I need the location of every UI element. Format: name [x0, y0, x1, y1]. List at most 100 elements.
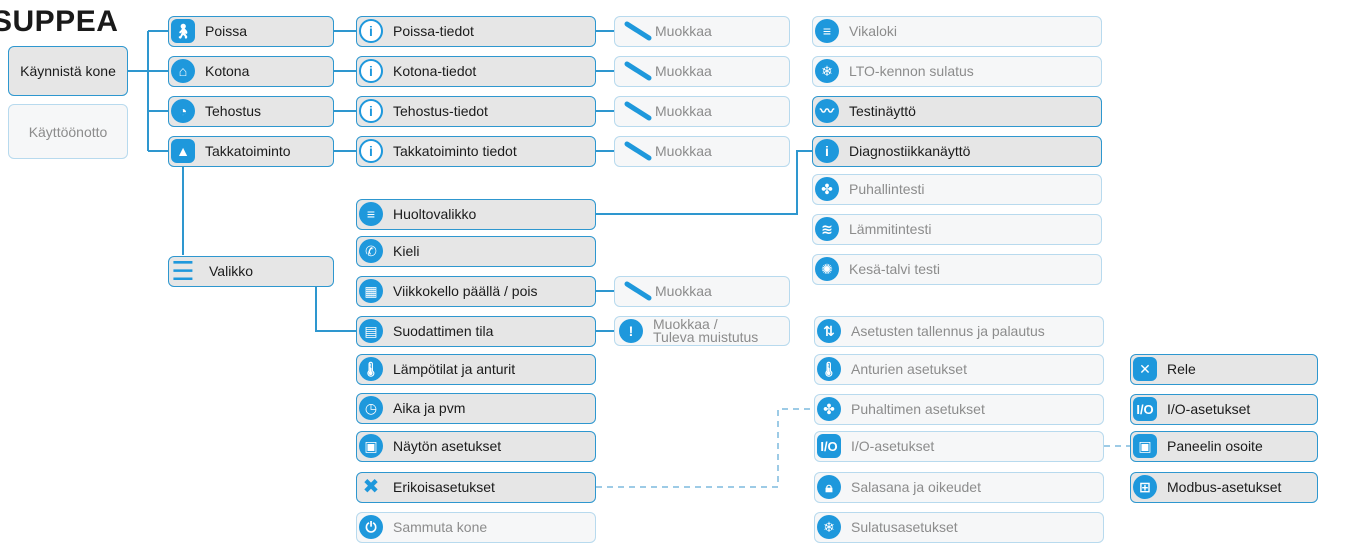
service-item-fantest[interactable]: ✤ Puhallintesti [812, 174, 1102, 205]
network-icon: ⊞ [1133, 475, 1157, 499]
home-edit-button[interactable]: Muokkaa [614, 56, 790, 87]
away-info-button[interactable]: i Poissa-tiedot [356, 16, 596, 47]
boost-edit-label: Muokkaa [655, 103, 712, 119]
menu-item-label: Huoltovalikko [393, 206, 477, 222]
service-item-summerwinter[interactable]: ✺ Kesä-talvi testi [812, 254, 1102, 285]
boost-edit-button[interactable]: Muokkaa [614, 96, 790, 127]
clock-icon: ◷ [359, 396, 383, 420]
io-icon: I/O [817, 434, 841, 458]
info-icon: i [815, 139, 839, 163]
menu-item-label: Suodattimen tila [393, 323, 494, 339]
exclamation-icon: ! [619, 319, 643, 343]
service-item-testscreen[interactable]: 〰 Testinäyttö [812, 96, 1102, 127]
mode-home-button[interactable]: ⌂ Kotona [168, 56, 334, 87]
defrost-icon: ❄ [817, 515, 841, 539]
fan-icon: ✤ [817, 397, 841, 421]
service-item-label: Diagnostiikkanäyttö [849, 143, 971, 159]
mode-fireplace-button[interactable]: ▲ Takkatoiminto [168, 136, 334, 167]
special-item-label: Salasana ja oikeudet [851, 479, 981, 495]
tools-icon: ✖ [362, 476, 380, 498]
menu-item-special[interactable]: ✖ Erikoisasetukset [356, 472, 596, 503]
service-item-label: Vikaloki [849, 23, 897, 39]
filter-edit-label: Muokkaa / Tuleva muistutus [653, 316, 759, 345]
io-item-label: Paneelin osoite [1167, 438, 1263, 454]
weekclock-edit-label: Muokkaa [655, 283, 712, 299]
fireplace-edit-button[interactable]: Muokkaa [614, 136, 790, 167]
io-item-label: Modbus-asetukset [1167, 479, 1282, 495]
info-icon: i [359, 99, 383, 123]
menu-item-language[interactable]: ✆ Kieli [356, 236, 596, 267]
service-item-diagnostics[interactable]: i Diagnostiikkanäyttö [812, 136, 1102, 167]
service-item-faultlog[interactable]: ≡ Vikaloki [812, 16, 1102, 47]
menu-item-label: Lämpötilat ja anturit [393, 361, 516, 377]
display-icon: ▣ [359, 434, 383, 458]
special-item-defrost[interactable]: ❄ Sulatusasetukset [814, 512, 1104, 543]
pencil-icon [624, 101, 652, 121]
sensor-icon: 🌡︎ [817, 357, 841, 381]
mode-boost-label: Tehostus [205, 103, 262, 119]
io-item-label: I/O-asetukset [1167, 401, 1251, 417]
io-item-modbus[interactable]: ⊞ Modbus-asetukset [1130, 472, 1318, 503]
filter-icon: ▤ [359, 319, 383, 343]
fireplace-icon: ▲ [171, 139, 195, 163]
service-list-icon: ≡ [359, 202, 383, 226]
menu-item-display[interactable]: ▣ Näytön asetukset [356, 431, 596, 462]
fireplace-info-button[interactable]: i Takkatoiminto tiedot [356, 136, 596, 167]
home-icon: ⌂ [171, 59, 195, 83]
special-item-io[interactable]: I/O I/O-asetukset [814, 431, 1104, 462]
special-item-label: Puhaltimen asetukset [851, 401, 985, 417]
menu-item-label: Erikoisasetukset [393, 479, 495, 495]
menu-item-filter[interactable]: ▤ Suodattimen tila [356, 316, 596, 347]
menu-item-weekclock[interactable]: ▦ Viikkokello päällä / pois [356, 276, 596, 307]
home-info-label: Kotona-tiedot [393, 63, 477, 79]
commissioning-button[interactable]: Käyttöönotto [8, 104, 128, 159]
weekclock-edit-button[interactable]: Muokkaa [614, 276, 790, 307]
start-machine-button[interactable]: Käynnistä kone [8, 46, 128, 96]
menu-item-shutdown[interactable]: ⏻ Sammuta kone [356, 512, 596, 543]
menu-button[interactable]: ☰ Valikko [168, 256, 334, 287]
home-info-button[interactable]: i Kotona-tiedot [356, 56, 596, 87]
menu-item-service[interactable]: ≡ Huoltovalikko [356, 199, 596, 230]
io-item-relay[interactable]: ✕ Rele [1130, 354, 1318, 385]
language-speech-icon: ✆ [359, 239, 383, 263]
menu-item-label: Näytön asetukset [393, 438, 502, 454]
special-item-sensors[interactable]: 🌡︎ Anturien asetukset [814, 354, 1104, 385]
save-restore-icon: ⇅ [817, 319, 841, 343]
power-icon: ⏻ [359, 515, 383, 539]
boost-info-button[interactable]: i Tehostus-tiedot [356, 96, 596, 127]
mode-away-button[interactable]: 🚶︎ Poissa [168, 16, 334, 47]
special-item-label: Anturien asetukset [851, 361, 967, 377]
special-item-label: Asetusten tallennus ja palautus [851, 323, 1045, 339]
info-icon: i [359, 139, 383, 163]
service-item-label: Puhallintesti [849, 181, 925, 197]
test-screen-icon: 〰 [815, 99, 839, 123]
fault-log-icon: ≡ [815, 19, 839, 43]
pencil-icon [624, 61, 652, 81]
lock-icon: 🔒︎ [817, 475, 841, 499]
io-item-panel-address[interactable]: ▣ Paneelin osoite [1130, 431, 1318, 462]
special-item-fans[interactable]: ✤ Puhaltimen asetukset [814, 394, 1104, 425]
pencil-icon [624, 21, 652, 41]
special-item-save-restore[interactable]: ⇅ Asetusten tallennus ja palautus [814, 316, 1104, 347]
relay-icon: ✕ [1133, 357, 1157, 381]
heat-exchanger-defrost-icon: ❄ [815, 59, 839, 83]
filter-edit-button[interactable]: ! Muokkaa / Tuleva muistutus [614, 316, 790, 346]
service-item-defrost[interactable]: ❄ LTO-kennon sulatus [812, 56, 1102, 87]
menu-item-datetime[interactable]: ◷ Aika ja pvm [356, 393, 596, 424]
thermometer-icon: 🌡︎ [359, 357, 383, 381]
special-item-password[interactable]: 🔒︎ Salasana ja oikeudet [814, 472, 1104, 503]
mode-boost-button[interactable]: ◔ Tehostus [168, 96, 334, 127]
fireplace-info-label: Takkatoiminto tiedot [393, 143, 517, 159]
away-edit-button[interactable]: Muokkaa [614, 16, 790, 47]
service-item-label: Lämmitintesti [849, 221, 932, 237]
menu-item-temperatures[interactable]: 🌡︎ Lämpötilat ja anturit [356, 354, 596, 385]
mode-home-label: Kotona [205, 63, 250, 79]
service-item-heatertest[interactable]: ≋ Lämmitintesti [812, 214, 1102, 245]
away-info-label: Poissa-tiedot [393, 23, 474, 39]
io-item-io-settings[interactable]: I/O I/O-asetukset [1130, 394, 1318, 425]
start-machine-label: Käynnistä kone [20, 63, 116, 79]
fireplace-edit-label: Muokkaa [655, 143, 712, 159]
info-icon: i [359, 59, 383, 83]
boost-info-label: Tehostus-tiedot [393, 103, 488, 119]
special-item-label: I/O-asetukset [851, 438, 935, 454]
